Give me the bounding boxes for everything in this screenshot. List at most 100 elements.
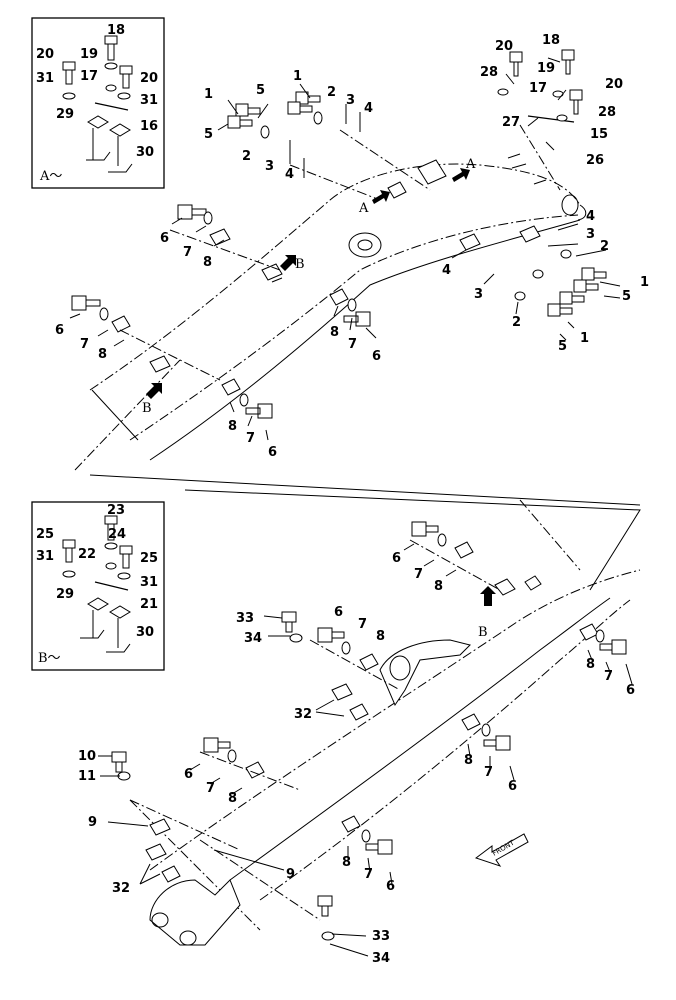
label-2: 2 [600, 239, 609, 254]
bracket-a-top [417, 159, 447, 185]
label-9: 9 [88, 815, 97, 830]
washer-34-top [289, 633, 303, 643]
bolt-1-d [559, 291, 585, 305]
label-2b: 2 [242, 149, 251, 164]
label-4: 4 [364, 101, 373, 116]
label-8d: 8 [228, 419, 237, 434]
washer-28-b [556, 114, 568, 122]
washer-2-b [260, 125, 270, 139]
label-3: 3 [346, 93, 355, 108]
label-3b: 3 [265, 159, 274, 174]
bracket-pin-boss [389, 655, 411, 681]
inset-a-washer-31-left [62, 92, 76, 100]
sheet-divider [89, 474, 641, 506]
label-21: 21 [140, 597, 158, 612]
inset-b-washer-31-left [62, 570, 76, 578]
label-6b: 6 [55, 323, 64, 338]
inset-a-title: A～ [39, 169, 62, 184]
inset-a-brackets [86, 151, 133, 173]
inset-a-bolt-20-left [62, 61, 76, 85]
label-1: 1 [293, 69, 302, 84]
front-arrow: FRONT [474, 833, 529, 867]
label-18: 18 [542, 33, 560, 48]
bolt-5-d [547, 303, 573, 317]
label-20: 20 [36, 47, 54, 62]
bolt-5-b [287, 101, 313, 115]
label-7c: 7 [348, 337, 357, 352]
clamp-8-top [209, 228, 231, 246]
washer-7-d [239, 393, 249, 407]
bolt-6-r2 [483, 735, 511, 751]
label-1b: 1 [204, 87, 213, 102]
inset-b-labels: 23 24 25 31 22 25 31 29 21 30 [36, 503, 158, 640]
bolt-6-a [177, 204, 207, 220]
washer-2-a [313, 111, 323, 125]
plate-15 [527, 115, 575, 123]
clamps-32-mid [331, 683, 369, 721]
label-18: 18 [107, 23, 125, 38]
bolt-33-bottom [317, 895, 333, 917]
label-6d: 6 [268, 445, 277, 460]
label-32b: 32 [112, 881, 130, 896]
label-9b: 9 [286, 867, 295, 882]
label-6: 6 [160, 231, 169, 246]
arm-foot-hole-1 [151, 912, 169, 928]
label-27: 27 [502, 115, 520, 130]
arm-bottom-edge [259, 599, 631, 901]
inset-b-bolt-23 [104, 515, 118, 541]
label-24: 24 [108, 527, 126, 542]
upper-leader-lines [69, 57, 621, 441]
clamp-8-lower-right2 [461, 713, 481, 731]
boom-top-edge [89, 163, 581, 391]
inset-a-bolt-18 [104, 35, 118, 61]
inset-a-leaders [92, 128, 119, 166]
inset-b-frame [31, 501, 165, 671]
label-34b: 34 [372, 951, 390, 966]
label-17: 17 [529, 81, 547, 96]
label-20b: 20 [140, 71, 158, 86]
washer-2-c [532, 269, 544, 279]
bolt-20-r2 [569, 89, 583, 115]
label-6b: 6 [334, 605, 343, 620]
bolt-1-a [235, 103, 261, 117]
label-7b: 7 [358, 617, 367, 632]
marker-a-1: A [358, 201, 369, 216]
label-30: 30 [136, 625, 154, 640]
view-line-bottom [199, 839, 321, 921]
label-29: 29 [56, 587, 74, 602]
inset-b-clamp-29 [87, 597, 109, 611]
label-17: 17 [80, 69, 98, 84]
bolt-6-d [245, 403, 273, 419]
front-arrow-shape [474, 833, 529, 867]
arm-center-lines [129, 499, 581, 931]
label-7b: 7 [80, 337, 89, 352]
label-31b: 31 [140, 575, 158, 590]
inset-b-leaders [92, 610, 119, 648]
label-8b: 8 [98, 347, 107, 362]
clamp-8-lower-right [579, 623, 599, 641]
lower-labels: 6 7 8 33 34 6 7 8 8 7 6 8 7 6 32 10 11 6… [78, 551, 635, 966]
inset-a-clamp-29 [87, 115, 109, 129]
label-7f: 7 [364, 867, 373, 882]
label-8d: 8 [464, 753, 473, 768]
label-7: 7 [183, 245, 192, 260]
arm-foot [149, 879, 241, 946]
washer-7-l2 [341, 641, 351, 655]
label-8: 8 [203, 255, 212, 270]
bolt-6-l1 [411, 521, 439, 537]
inset-a-nut-17 [105, 84, 117, 92]
washer-28-a [497, 88, 509, 96]
label-5c: 5 [622, 289, 631, 304]
inset-b-washer-24 [104, 542, 118, 550]
label-19: 19 [537, 61, 555, 76]
bolt-33-top [281, 611, 297, 633]
label-25: 25 [36, 527, 54, 542]
washer-7-l1 [437, 533, 447, 547]
label-7d: 7 [484, 765, 493, 780]
label-10: 10 [78, 749, 96, 764]
lower-bolts [111, 521, 627, 941]
clamp-a [387, 181, 407, 199]
label-11: 11 [78, 769, 96, 784]
label-7d: 7 [246, 431, 255, 446]
